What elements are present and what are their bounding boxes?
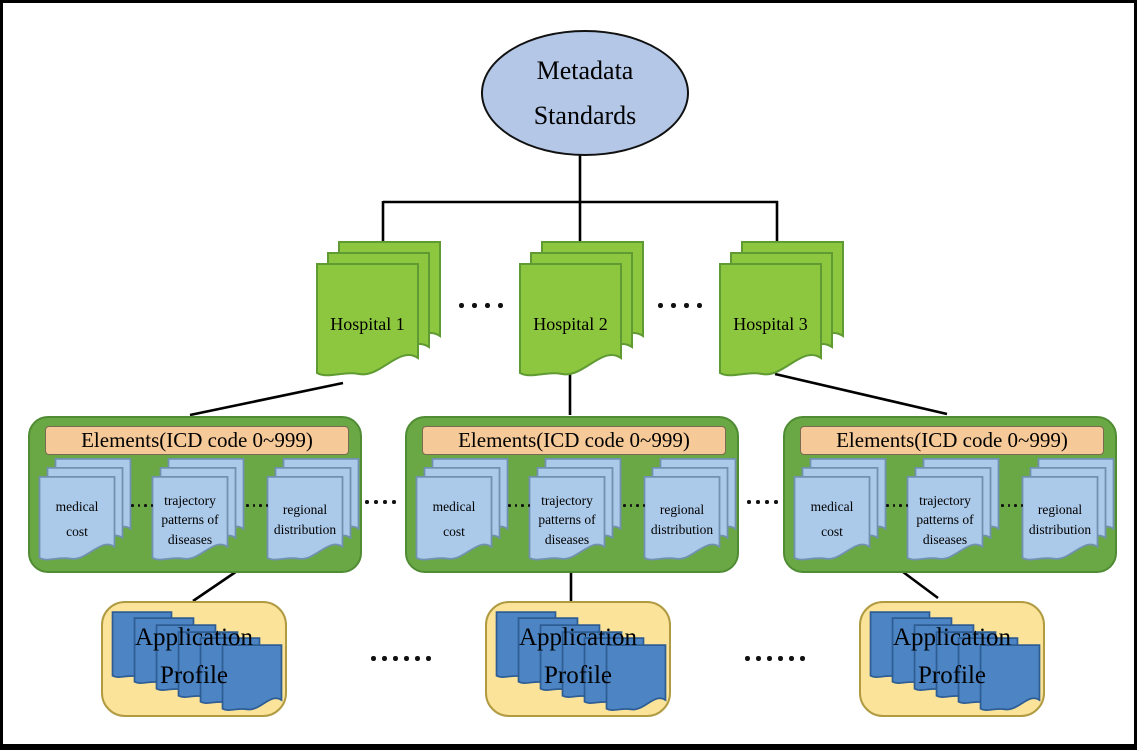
stack-label-line: trajectory [164,492,216,508]
stack-label-line: distribution [273,522,337,537]
application-profile-box-3: Application Profile [859,601,1045,717]
application-profile-line2: Profile [543,662,613,689]
stack-label-line: diseases [544,531,590,547]
elements-header: Elements(ICD code 0~999) [422,426,726,455]
stack-label-line: cost [821,524,843,539]
regional-distribution-stack: regional distribution [643,455,737,568]
elements-group-1: Elements(ICD code 0~999) medical cost tr… [28,416,362,573]
stack-label-line: patterns of [916,512,974,528]
hospital-1-stack: Hospital 1 [315,240,442,382]
hospital-1-label: Hospital 1 [330,314,405,334]
medical-cost-stack: medical cost [793,455,887,568]
inner-separator-dots [886,504,912,507]
stack-label-line: diseases [922,531,968,547]
trajectory-patterns-stack: trajectory patterns of diseases [906,455,1000,568]
stack-label-line: trajectory [919,492,971,508]
regional-distribution-stack: regional distribution [266,455,360,568]
stack-label-line: cost [66,524,88,539]
elements-header: Elements(ICD code 0~999) [45,426,349,455]
application-profile-line2: Profile [159,662,229,689]
elements-separator-dots [747,500,783,504]
medical-cost-stack: medical cost [38,455,132,568]
inner-separator-dots [131,504,157,507]
inner-separator-dots [246,504,272,507]
stack-label-line: distribution [1028,522,1092,537]
application-profile-line1: Application [518,624,638,651]
root-label-line1: Metadata [536,56,634,85]
root-label-line2: Standards [533,101,637,130]
stack-label-line: distribution [650,522,714,537]
application-profile-line2: Profile [917,662,987,689]
hospital-2-stack: Hospital 2 [518,240,645,382]
hospital-2-label: Hospital 2 [533,314,608,334]
application-profile-box-1: Application Profile [101,601,287,717]
inner-separator-dots [508,504,534,507]
hospital-separator-dots [459,303,511,308]
trajectory-patterns-stack: trajectory patterns of diseases [151,455,245,568]
inner-separator-dots [1001,504,1027,507]
stack-label-line: regional [659,502,705,518]
stack-label-line: medical [432,499,476,515]
stack-label-line: medical [810,499,854,515]
application-profile-line1: Application [134,624,254,651]
hospital-separator-dots [658,303,710,308]
metadata-standards-node: Metadata Standards [481,30,689,156]
elements-group-3: Elements(ICD code 0~999) medical cost tr… [783,416,1117,573]
application-profile-box-2: Application Profile [485,601,671,717]
trajectory-patterns-stack: trajectory patterns of diseases [528,455,622,568]
application-profile-line1: Application [892,624,1012,651]
medical-cost-stack: medical cost [415,455,509,568]
stack-label-line: regional [282,502,328,518]
stack-label-line: patterns of [538,512,596,528]
elements-header: Elements(ICD code 0~999) [800,426,1104,455]
stack-label-line: regional [1037,502,1083,518]
stack-label-line: patterns of [161,512,219,528]
elements-separator-dots [365,500,401,504]
hospital-3-label: Hospital 3 [733,314,808,334]
inner-separator-dots [623,504,649,507]
hospital-3-stack: Hospital 3 [718,240,845,382]
regional-distribution-stack: regional distribution [1021,455,1115,568]
elements-group-2: Elements(ICD code 0~999) medical cost tr… [405,416,739,573]
stack-label-line: cost [443,524,465,539]
application-separator-dots [371,656,437,661]
application-separator-dots [745,656,811,661]
stack-label-line: diseases [167,531,213,547]
stack-label-line: medical [55,499,99,515]
stack-label-line: trajectory [541,492,593,508]
